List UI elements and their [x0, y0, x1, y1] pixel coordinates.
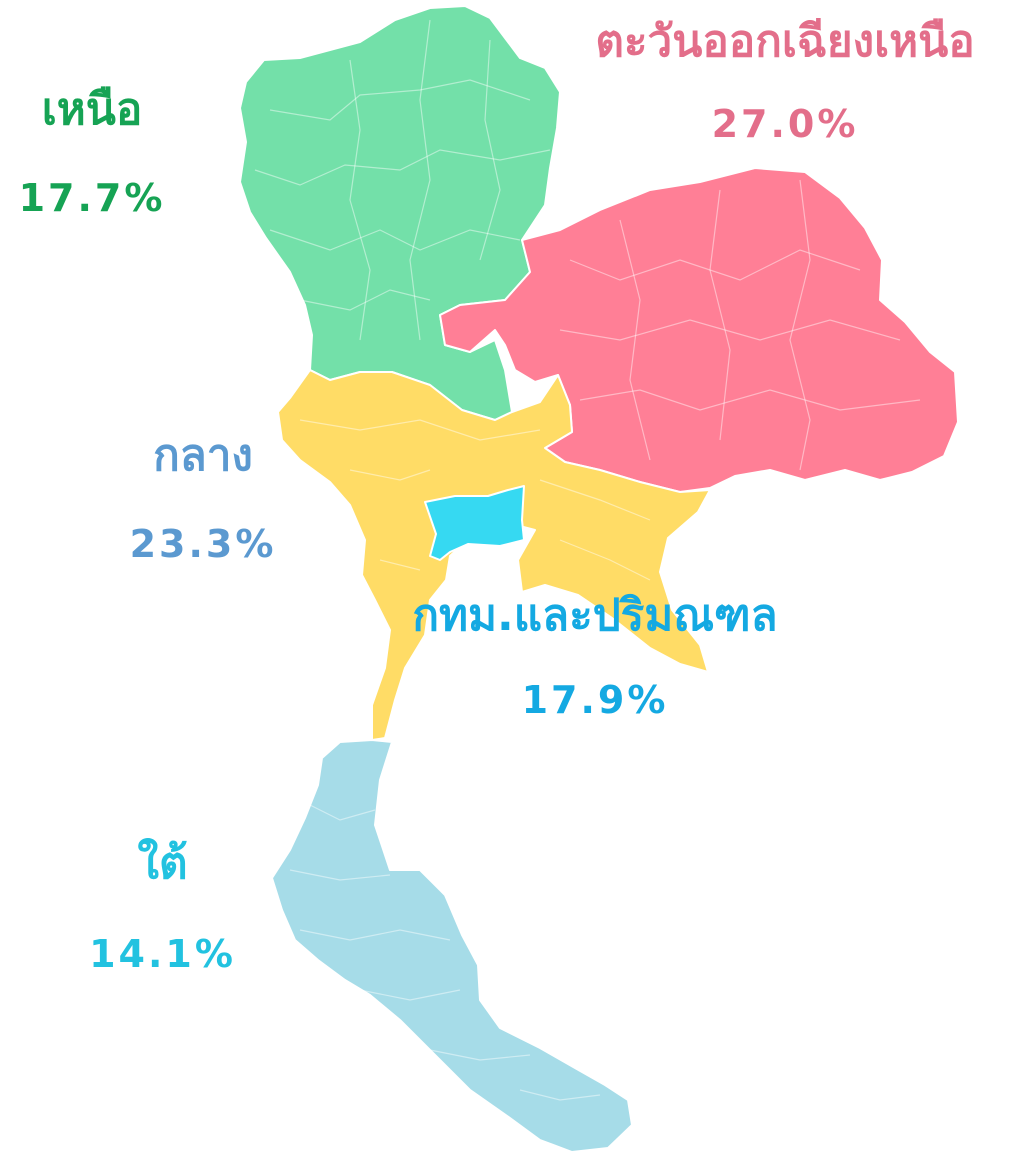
region-bangkok [424, 485, 525, 561]
region-name-northeast: ตะวันออกเฉียงเหนือ [595, 16, 975, 67]
region-name-bangkok: กทม.และปริมณฑล [412, 590, 778, 641]
region-northeast [439, 167, 959, 493]
region-north [239, 5, 561, 421]
label-northeast: ตะวันออกเฉียงเหนือ 27.0% [560, 16, 1010, 146]
region-name-north: เหนือ [41, 84, 143, 135]
region-central [277, 369, 711, 741]
region-name-central: กลาง [153, 430, 253, 481]
province-borders [254, 19, 921, 1101]
region-percent-south: 14.1% [89, 932, 236, 976]
label-central: กลาง 23.3% [118, 430, 288, 566]
region-south [271, 739, 633, 1152]
region-percent-northeast: 27.0% [711, 102, 859, 146]
region-percent-bangkok: 17.9% [521, 678, 669, 722]
label-south: ใต้ 14.1% [80, 838, 245, 976]
label-north: เหนือ 17.7% [12, 84, 172, 220]
region-name-south: ใต้ [137, 838, 188, 889]
region-percent-north: 17.7% [18, 176, 166, 220]
label-bangkok: กทม.และปริมณฑล 17.9% [380, 590, 810, 722]
region-percent-central: 23.3% [129, 522, 277, 566]
